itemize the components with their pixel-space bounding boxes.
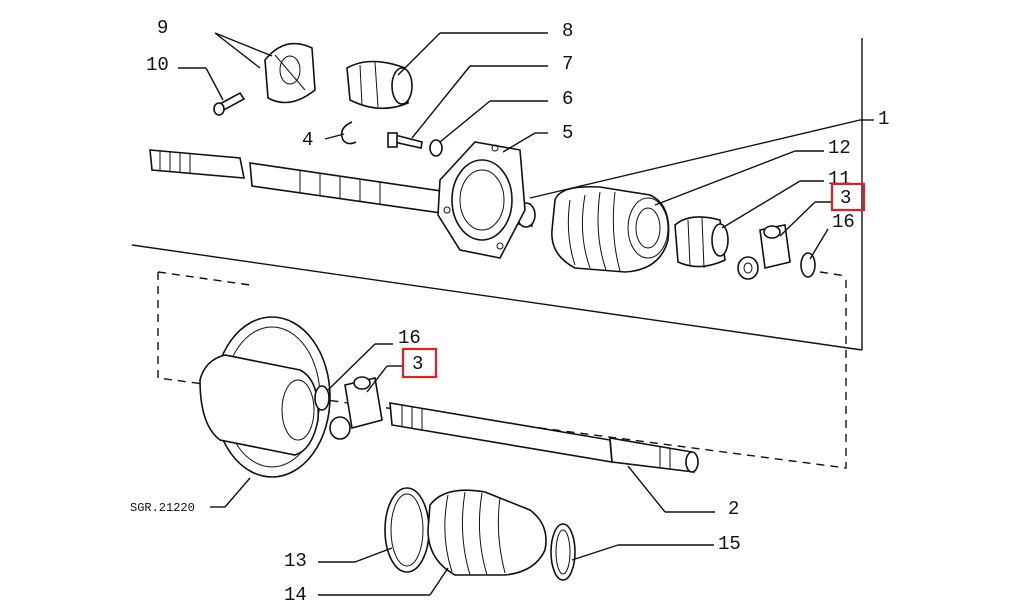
callout-2[interactable]: 2 xyxy=(728,498,739,520)
callout-1[interactable]: 1 xyxy=(878,108,889,130)
callout-8[interactable]: 8 xyxy=(562,20,573,42)
differential-gear xyxy=(199,316,331,478)
lower-snap-ring xyxy=(314,385,330,411)
callout-10[interactable]: 10 xyxy=(146,54,169,76)
bushing-part xyxy=(346,60,413,110)
upper-tripod-joint xyxy=(737,224,791,280)
callout-5[interactable]: 5 xyxy=(562,122,573,144)
washer-part xyxy=(429,139,443,157)
reference-code: SGR.21220 xyxy=(130,501,195,515)
highlight-box-3-upper xyxy=(830,182,866,212)
upper-snap-ring xyxy=(800,252,816,278)
callout-4[interactable]: 4 xyxy=(302,129,313,151)
callout-15[interactable]: 15 xyxy=(718,533,741,555)
clamp-part xyxy=(264,42,316,104)
lower-boot xyxy=(427,489,547,576)
lower-tripod-joint xyxy=(329,376,383,440)
callout-labels: 1 2 3 3 4 5 6 7 8 9 10 11 12 13 14 15 16… xyxy=(130,17,889,606)
callout-3-upper[interactable]: 3 xyxy=(840,187,851,209)
bolt-part xyxy=(213,91,246,116)
callout-6[interactable]: 6 xyxy=(562,88,573,110)
highlight-box-3-lower xyxy=(401,347,438,379)
screw-part xyxy=(387,132,423,149)
lower-small-clamp xyxy=(550,523,576,581)
lower-driveshaft xyxy=(389,402,699,473)
leader-lines xyxy=(178,32,874,596)
callout-16-lower[interactable]: 16 xyxy=(398,327,421,349)
callout-3-lower[interactable]: 3 xyxy=(412,353,423,375)
callout-12[interactable]: 12 xyxy=(828,137,851,159)
callout-7[interactable]: 7 xyxy=(562,53,573,75)
callout-9[interactable]: 9 xyxy=(157,17,168,39)
upper-boot xyxy=(551,185,670,273)
callout-16-upper[interactable]: 16 xyxy=(832,211,855,233)
bearing-plate xyxy=(437,141,526,259)
callout-13[interactable]: 13 xyxy=(284,550,307,572)
lower-large-clamp xyxy=(384,487,430,573)
callout-14[interactable]: 14 xyxy=(284,584,307,606)
circlip-part xyxy=(340,121,357,145)
small-boot xyxy=(674,216,729,269)
